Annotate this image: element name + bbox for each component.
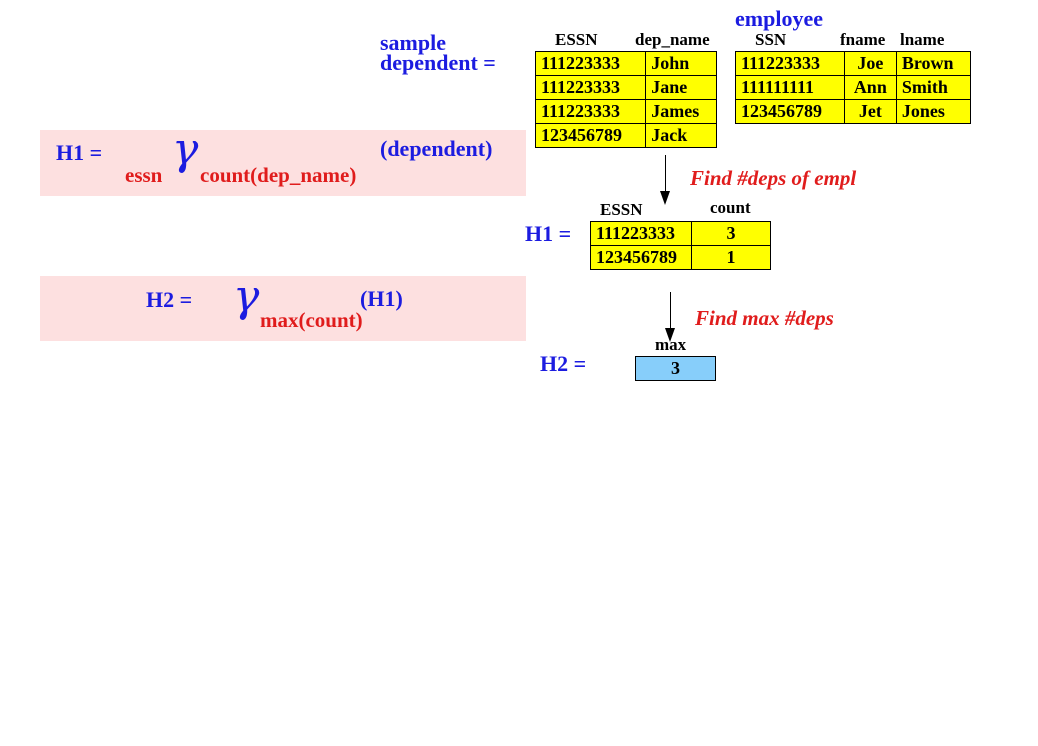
formula-h2-lhs: H2 = <box>146 287 193 312</box>
arrow-1-shaft <box>665 155 666 193</box>
dependent-label: dependent = <box>380 50 496 75</box>
h1-table: 111223333 3 123456789 1 <box>590 221 771 270</box>
h1-header-count: count <box>710 198 751 217</box>
employee-header-fname: fname <box>840 30 886 49</box>
table-cell: Jane <box>645 75 717 100</box>
table-cell: Smith <box>895 75 972 100</box>
table-row: 111223333 James <box>534 99 717 124</box>
gamma-symbol-2: γ <box>233 271 260 322</box>
arrow-2-shaft <box>670 292 671 330</box>
annotation-step-2: Find max #deps <box>695 306 834 330</box>
formula-h1-lhs: H1 = <box>56 140 103 165</box>
arrow-1-head <box>660 191 670 205</box>
table-cell: Jet <box>843 99 897 124</box>
table-cell: 1 <box>691 245 771 270</box>
table-cell: Jack <box>645 123 717 148</box>
formula-h1-group-attr: essn <box>125 163 163 187</box>
table-row: 111223333 John <box>534 51 717 76</box>
table-cell: 111223333 <box>534 75 647 100</box>
h1-result-label: H1 = <box>525 221 572 246</box>
table-cell: 111111111 <box>735 75 845 100</box>
formula-h1-aggregate: count(dep_name) <box>200 163 357 187</box>
table-row: 123456789 Jet Jones <box>735 99 972 124</box>
dependent-header-essn: ESSN <box>555 30 598 49</box>
table-row: 111223333 3 <box>590 221 771 246</box>
table-cell: 123456789 <box>735 99 845 124</box>
arrow-2-head <box>665 328 675 342</box>
dependent-header-dep-name: dep_name <box>635 30 710 49</box>
formula-h2-relation: (H1) <box>360 286 403 311</box>
table-row: 123456789 Jack <box>534 123 717 148</box>
dependent-table: 111223333 John 111223333 Jane 111223333 … <box>534 51 717 148</box>
table-cell: James <box>645 99 717 124</box>
formula-panel-h2 <box>40 276 526 341</box>
table-cell: 111223333 <box>534 51 647 76</box>
table-cell: 111223333 <box>735 51 845 76</box>
annotation-step-1: Find #deps of empl <box>690 166 857 190</box>
table-cell: 123456789 <box>590 245 692 270</box>
h2-result-label: H2 = <box>540 351 587 376</box>
sample-label: sample <box>380 30 446 55</box>
table-cell: Brown <box>895 51 972 76</box>
table-row: 111223333 Joe Brown <box>735 51 972 76</box>
formula-h1-relation: (dependent) <box>380 136 493 161</box>
table-cell: 123456789 <box>534 123 647 148</box>
employee-label: employee <box>735 6 823 31</box>
table-cell: John <box>645 51 717 76</box>
employee-header-ssn: SSN <box>755 30 787 49</box>
table-row: 123456789 1 <box>590 245 771 270</box>
table-row: 111111111 Ann Smith <box>735 75 972 100</box>
formula-h2-aggregate: max(count) <box>260 308 363 332</box>
table-cell: Ann <box>843 75 897 100</box>
table-cell: 3 <box>691 221 771 246</box>
employee-table: 111223333 Joe Brown 111111111 Ann Smith … <box>735 51 972 124</box>
employee-header-lname: lname <box>900 30 945 49</box>
table-row: 3 <box>635 356 716 381</box>
table-cell: Jones <box>895 99 972 124</box>
table-cell: 111223333 <box>534 99 647 124</box>
table-cell: 3 <box>635 356 716 381</box>
table-cell: Joe <box>843 51 897 76</box>
h2-table: 3 <box>635 356 716 381</box>
h1-header-essn: ESSN <box>600 200 643 219</box>
h2-header-max: max <box>655 335 687 354</box>
table-cell: 111223333 <box>590 221 692 246</box>
table-row: 111223333 Jane <box>534 75 717 100</box>
gamma-symbol-1: γ <box>172 124 199 175</box>
formula-panel-h1 <box>40 130 526 196</box>
